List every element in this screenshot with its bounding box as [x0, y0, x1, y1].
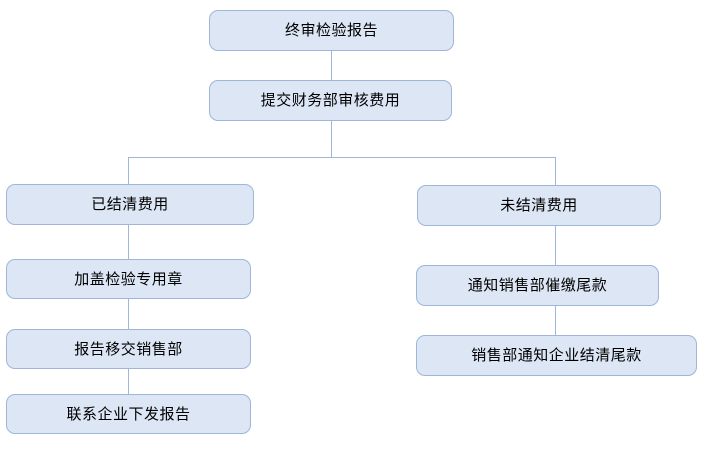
flow-node-label: 未结清费用	[500, 197, 578, 214]
connector-branch-to-branch	[128, 157, 556, 158]
connector-n3-to-n5	[128, 225, 129, 260]
flow-node-label: 提交财务部审核费用	[260, 92, 401, 109]
flow-node-n2[interactable]: 提交财务部审核费用	[209, 80, 452, 121]
flow-node-label: 已结清费用	[91, 196, 169, 213]
connector-n1-to-n2	[331, 51, 332, 80]
flow-node-n1[interactable]: 终审检验报告	[209, 10, 454, 51]
flow-node-n3[interactable]: 已结清费用	[6, 184, 254, 225]
flow-node-label: 终审检验报告	[284, 22, 378, 39]
connector-n2-to-branch	[331, 121, 332, 158]
flow-node-n8[interactable]: 销售部通知企业结清尾款	[416, 335, 697, 376]
connector-n7-to-n9	[128, 369, 129, 395]
flow-node-label: 通知销售部催缴尾款	[467, 277, 608, 294]
flow-node-n5[interactable]: 加盖检验专用章	[6, 259, 251, 299]
flow-node-label: 加盖检验专用章	[74, 270, 183, 288]
connector-n5-to-n7	[128, 299, 129, 330]
flow-node-n6[interactable]: 通知销售部催缴尾款	[416, 265, 659, 306]
connector-branch-to-n4	[555, 157, 556, 186]
flow-node-n4[interactable]: 未结清费用	[417, 185, 661, 226]
flow-node-n9[interactable]: 联系企业下发报告	[6, 394, 251, 434]
flow-node-label: 报告移交销售部	[74, 340, 183, 358]
connector-n6-to-n8	[555, 306, 556, 336]
flow-node-label: 联系企业下发报告	[66, 405, 191, 423]
connector-n4-to-n6	[555, 226, 556, 266]
flow-node-n7[interactable]: 报告移交销售部	[6, 329, 251, 369]
flow-node-label: 销售部通知企业结清尾款	[471, 347, 642, 364]
connector-branch-to-n3	[128, 157, 129, 185]
